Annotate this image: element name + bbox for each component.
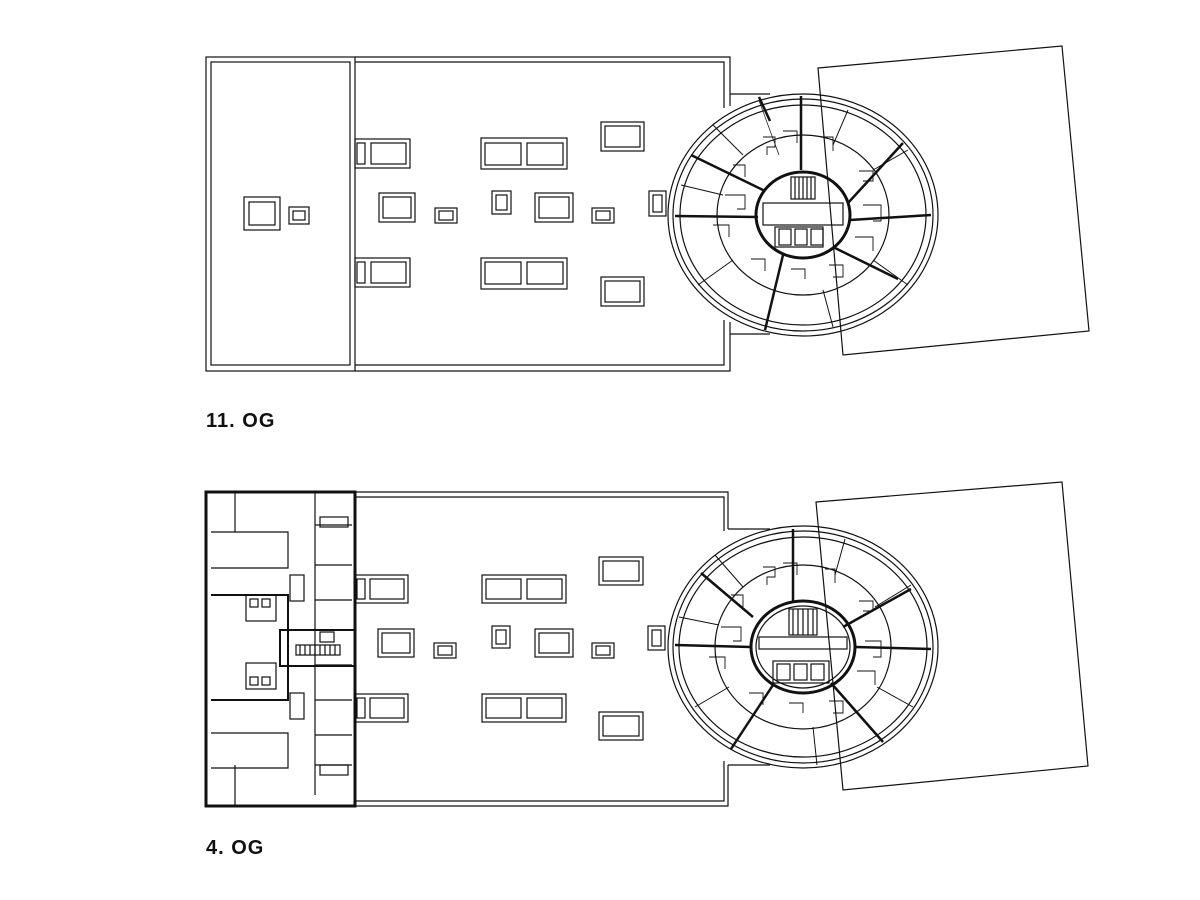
roof-slab-outline xyxy=(355,491,729,807)
floor-label-4-og: 4. OG xyxy=(206,837,265,859)
floor-plan-11-og: 11. OG xyxy=(205,45,1090,432)
roof-slab-inner xyxy=(355,496,725,802)
floor-label-11-og: 11. OG xyxy=(206,410,276,432)
residential-rooms xyxy=(211,492,356,806)
roof-slab-inner xyxy=(355,61,725,366)
floor-plan-drawing xyxy=(204,481,1089,808)
floor-plan-4-og: 4. OG xyxy=(0,435,1200,885)
round-tower xyxy=(667,93,939,337)
roof-block-left xyxy=(205,56,356,372)
tower-connector xyxy=(730,93,770,335)
round-tower xyxy=(667,525,939,769)
skylights xyxy=(354,556,666,741)
roof-block-left-inner xyxy=(210,61,351,366)
roof-slab-outline xyxy=(355,56,731,372)
skewed-slab xyxy=(817,45,1090,356)
skewed-slab xyxy=(815,481,1089,791)
tower-connector xyxy=(728,528,770,766)
skylights xyxy=(243,121,667,307)
floor-plan-drawing xyxy=(205,45,1090,372)
